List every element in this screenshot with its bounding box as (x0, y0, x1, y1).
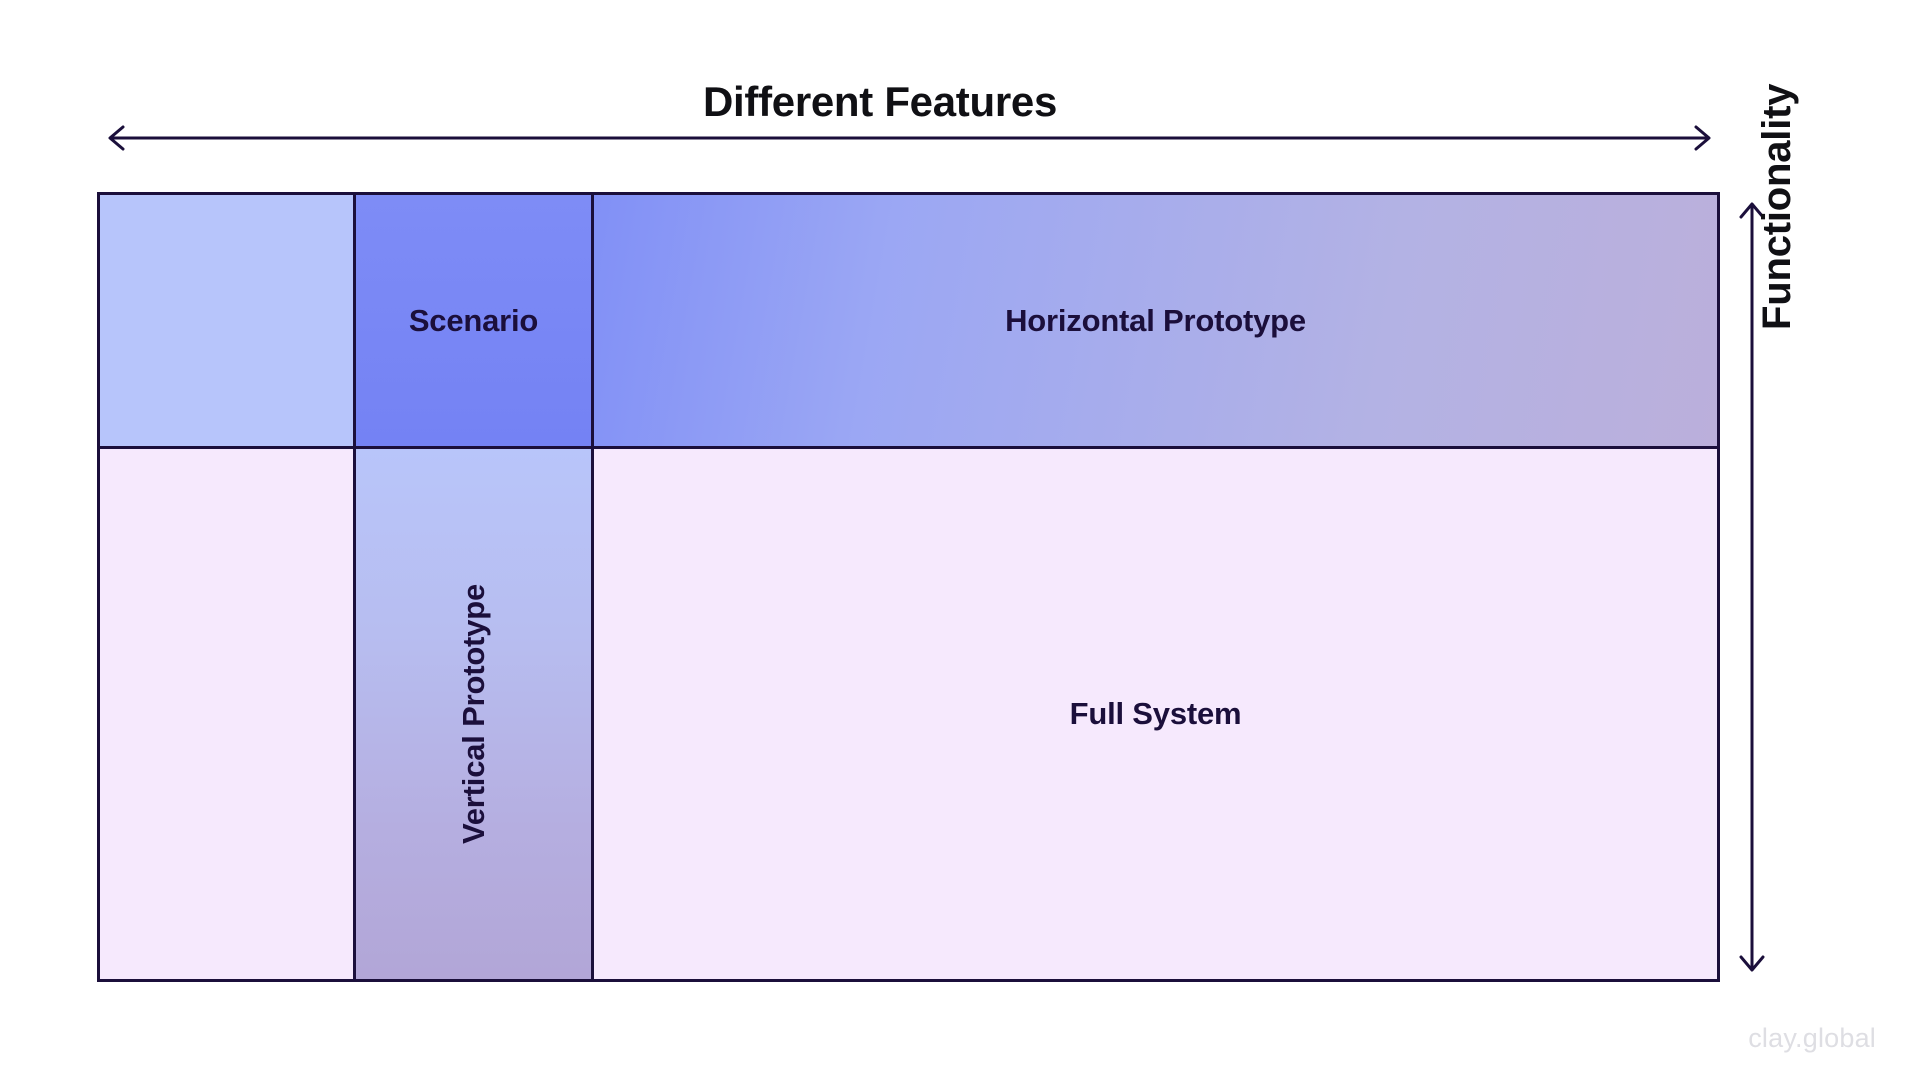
vertical-axis-label: Functionality (1755, 83, 1799, 330)
cell-full-system[interactable]: Full System (594, 449, 1717, 979)
cell-full-system-label: Full System (1069, 696, 1242, 731)
watermark: clay.global (1748, 1023, 1876, 1053)
cell-vertical-prototype[interactable]: Vertical Prototype (356, 449, 594, 979)
vertical-axis-arrow-icon (1739, 202, 1765, 972)
cell-top-left-empty (100, 195, 356, 449)
horizontal-axis-arrow-icon (108, 125, 1711, 151)
cell-horizontal-prototype[interactable]: Horizontal Prototype (594, 195, 1717, 449)
cell-horizontal-prototype-label: Horizontal Prototype (1005, 302, 1306, 338)
cell-scenario-label: Scenario (408, 302, 539, 338)
cell-scenario[interactable]: Scenario (356, 195, 594, 449)
page-title: Different Features (702, 78, 1058, 125)
cell-vertical-prototype-label: Vertical Prototype (455, 584, 491, 844)
cell-bottom-left-empty (100, 449, 356, 979)
prototype-matrix: Scenario Horizontal Prototype Vertical P… (97, 192, 1720, 982)
